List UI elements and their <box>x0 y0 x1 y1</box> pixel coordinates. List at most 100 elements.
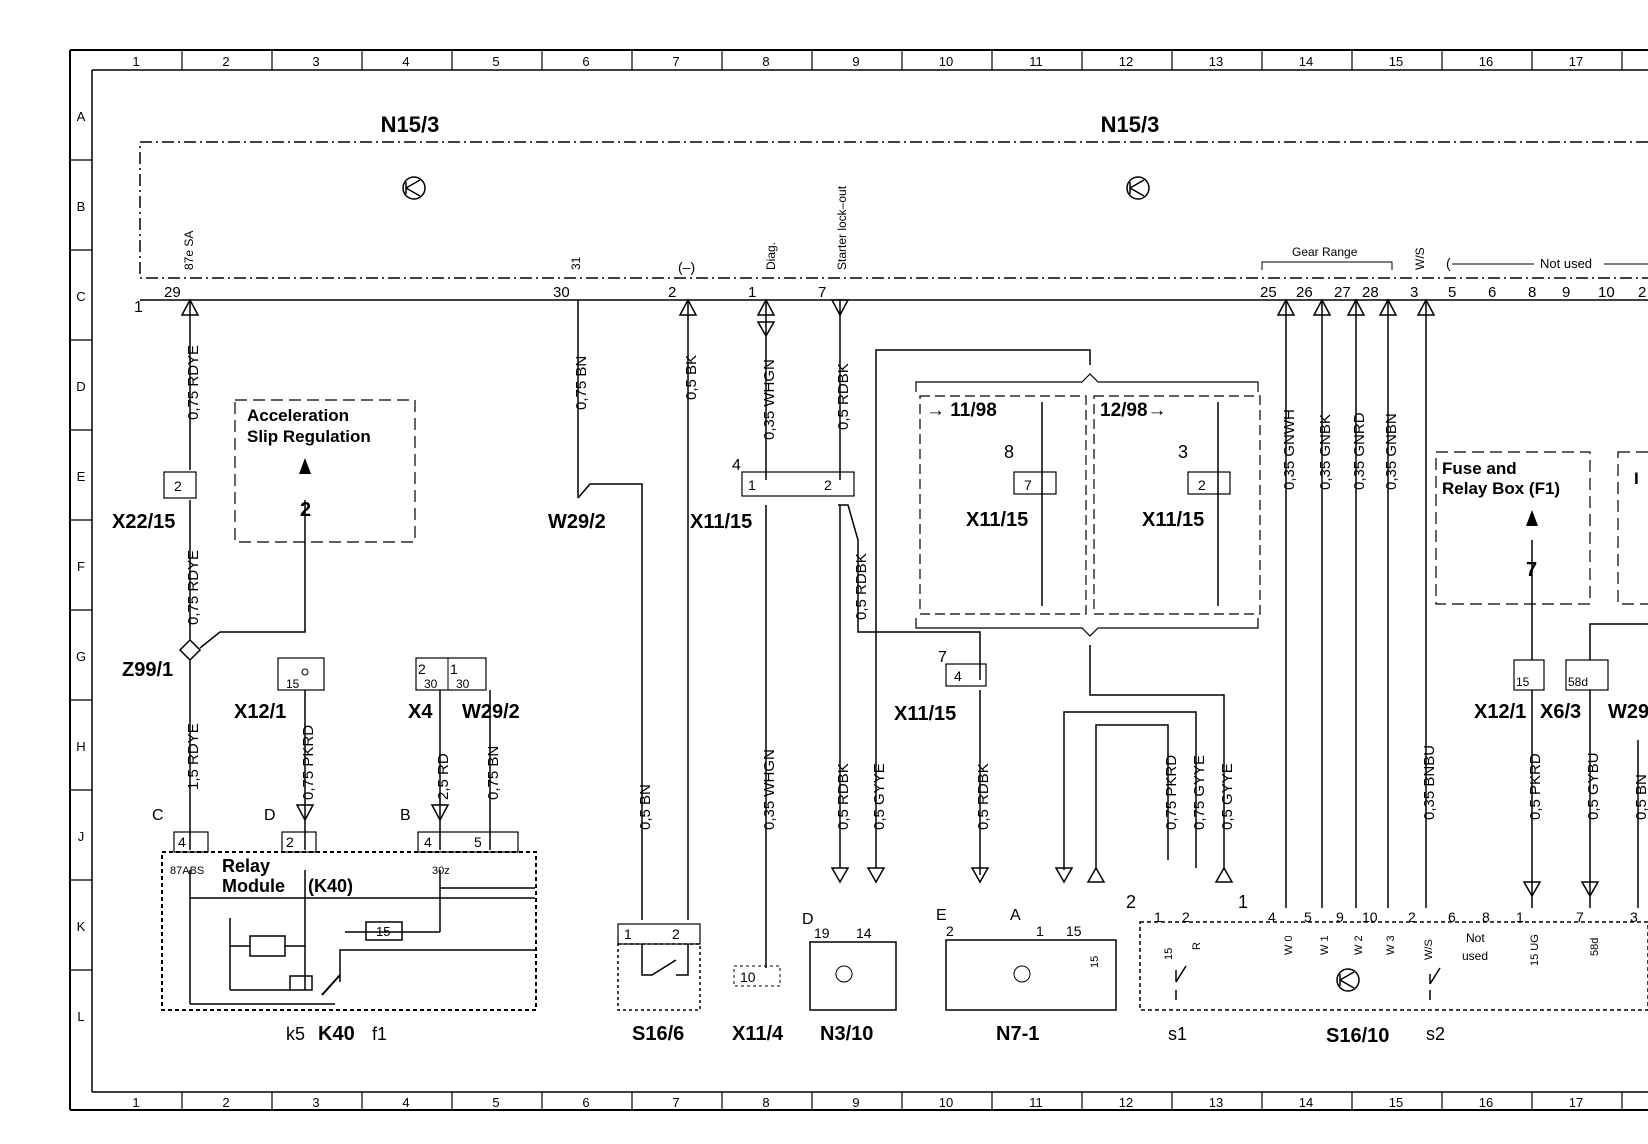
k40-pin2: 2 <box>286 834 294 850</box>
grid-row-labels: A B C D E F G H J K L <box>76 109 86 1024</box>
wiring <box>189 300 1648 1005</box>
s1610-pin5: 5 <box>1304 909 1312 925</box>
row-label: H <box>76 739 85 754</box>
z99-1-splice: Z99/1 <box>122 638 202 681</box>
s1610-pin1a: 1 <box>1154 909 1162 925</box>
s1610-pin1: 1 <box>1238 892 1248 912</box>
row-label: E <box>77 469 86 484</box>
pin-26: 26 <box>1296 284 1313 301</box>
relay-label-2: Module <box>222 876 285 896</box>
col-label: 15 <box>1389 1095 1403 1110</box>
n310-D: D <box>802 911 814 928</box>
s1610-pin9: 9 <box>1336 909 1344 925</box>
row-label: J <box>78 829 85 844</box>
s166-pin1: 1 <box>624 926 632 942</box>
not-used-label: Not used <box>1540 256 1592 271</box>
wire-035-whgn: 0,35 WHGN <box>761 359 778 440</box>
wire-035-gnwh: 0,35 GNWH <box>1281 409 1298 490</box>
col-label: 3 <box>312 1095 319 1110</box>
wire-035-gnbn: 0,35 GNBN <box>1383 413 1400 490</box>
s1610-W0: W 0 <box>1283 935 1295 955</box>
not-used-bracket: ( <box>1446 255 1451 271</box>
pin-87e-label: 87e SA <box>182 231 196 270</box>
col-label: 1 <box>132 54 139 69</box>
x22-15-label: X22/15 <box>112 511 175 533</box>
x12-1-right-label: X12/1 <box>1474 701 1526 723</box>
x6-3-label: X6/3 <box>1540 701 1581 723</box>
x12-pin: 15 <box>286 677 300 691</box>
col-label: 16 <box>1479 1095 1493 1110</box>
n15-3-module: N15/3 N15/3 1 <box>134 112 1648 316</box>
fuse-ref-number: 7 <box>1526 559 1537 581</box>
fuse-label-1: Fuse and <box>1442 459 1517 478</box>
wire-075-pkrd-h: 0,75 PKRD <box>1163 755 1180 830</box>
k40-pin4b: 4 <box>424 834 432 850</box>
s1610-pin4: 4 <box>1268 909 1276 925</box>
x121-pin15: 15 <box>1516 675 1530 689</box>
col-label: 8 <box>762 54 769 69</box>
k40-relay-module: Relay Module (K40) C 4 87ABS D 2 B 4 5 3… <box>152 807 537 1045</box>
s16-10-switch: 2 1 1 2 4 5 9 10 2 6 8 1 7 3 15 R W 0 W … <box>1126 892 1648 1047</box>
s1610-pin1b: 1 <box>1516 909 1524 925</box>
col-label: 4 <box>402 54 409 69</box>
s16-10-label: S16/10 <box>1326 1025 1389 1047</box>
wire-labels: 0,75 RDYE 0,75 RDYE 0,75 BN 0,5 BK 0,35 … <box>185 345 1648 830</box>
n7-1-label: N7-1 <box>996 1023 1039 1045</box>
x11-15-g-label: X11/15 <box>894 703 956 725</box>
k40-C: C <box>152 807 164 824</box>
inset-pin3: 3 <box>1178 442 1188 462</box>
switch-s1-icon <box>1175 965 1187 1000</box>
col-label: 11 <box>1029 1095 1043 1110</box>
col-label: 8 <box>762 1095 769 1110</box>
pin-2: 2 <box>668 284 676 301</box>
x12-1-left-connector: 15 X12/1 <box>234 657 325 723</box>
pin-27: 27 <box>1334 284 1351 301</box>
col-label: 12 <box>1119 1095 1133 1110</box>
wire-035-gnrd: 0,35 GNRD <box>1351 412 1368 490</box>
date-variant-inset: → 11/98 12/98→ 8 7 3 2 X11/15 X11/15 <box>915 373 1261 637</box>
pin-25: 25 <box>1260 284 1277 301</box>
n71-pin15: 15 <box>1066 923 1082 939</box>
s1610-15UG: 15 UG <box>1529 934 1541 966</box>
k40-D: D <box>264 807 276 824</box>
electronic-component-icon <box>1336 968 1360 992</box>
fuse-label-2: Relay Box (F1) <box>1442 479 1560 498</box>
n3-10-label: N3/10 <box>820 1023 873 1045</box>
wire-075-rdye: 0,75 RDYE <box>185 345 202 420</box>
s16-6-label: S16/6 <box>632 1023 684 1045</box>
wire-05-bn: 0,5 BN <box>637 784 654 830</box>
wire-05-rdbk-f: 0,5 RDBK <box>853 553 870 620</box>
pin-ws-label: W/S <box>1413 247 1427 270</box>
asr-label-1: Acceleration <box>247 406 349 425</box>
x12-1-label: X12/1 <box>234 701 286 723</box>
col-label: 13 <box>1209 1095 1223 1110</box>
row-label: C <box>76 289 85 304</box>
connector-arrows <box>180 298 1436 338</box>
s1610-58d: 58d <box>1589 938 1601 956</box>
pin-diag-label: Diag. <box>764 242 778 270</box>
wire-05-rdbk-h2: 0,5 RDBK <box>975 763 992 830</box>
s1610-not: Not <box>1466 931 1485 945</box>
pin-2b: 2 <box>1638 284 1646 301</box>
asr-ref-number: 2 <box>300 499 311 521</box>
x114-pin10: 10 <box>740 969 756 985</box>
pin-10: 10 <box>1598 284 1615 301</box>
inset-pin7: 7 <box>1024 477 1032 493</box>
col-label: 10 <box>939 1095 953 1110</box>
x12-1-right-connector: 15 58d X12/1 X6/3 W29 <box>1474 659 1648 723</box>
drawing-frame <box>69 49 1648 1111</box>
s1610-pin3: 3 <box>1630 909 1638 925</box>
k40-label: K40 <box>318 1023 355 1045</box>
x11-pin1: 1 <box>748 477 756 493</box>
wire-075-bn: 0,75 BN <box>573 356 590 410</box>
col-label: 4 <box>402 1095 409 1110</box>
asr-label-2: Slip Regulation <box>247 427 371 446</box>
col-label: 7 <box>672 1095 679 1110</box>
n71-A: A <box>1010 907 1021 924</box>
s1610-W2: W 2 <box>1353 935 1365 955</box>
s1610-R: R <box>1191 942 1203 950</box>
wire-075-gyye: 0,75 GYYE <box>1191 755 1208 830</box>
wire-075-rdye-lower: 0,75 RDYE <box>185 550 202 625</box>
switch-s2-icon <box>1429 967 1441 1000</box>
w29-cut-label: W29 <box>1608 701 1648 723</box>
